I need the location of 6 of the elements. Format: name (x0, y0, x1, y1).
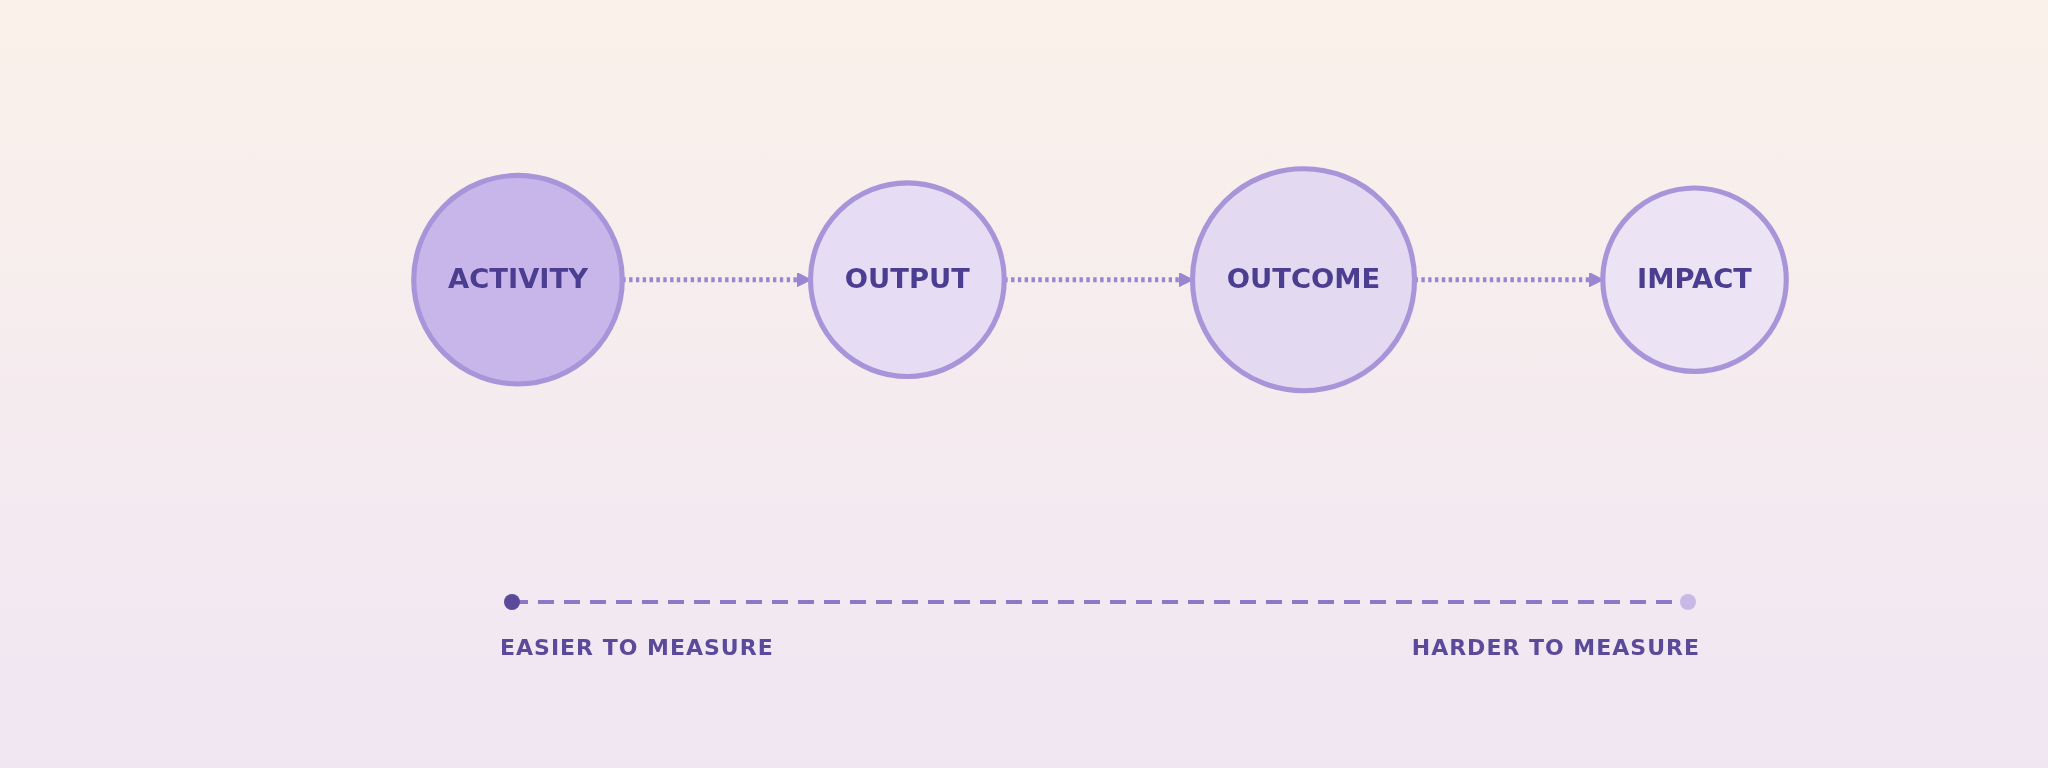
scale-label: HARDER TO MEASURE (1411, 635, 1700, 660)
node-circle: IMPACT (1600, 185, 1789, 375)
node-circle: ACTIVITY (411, 173, 625, 387)
node-circle: OUTCOME (1189, 166, 1418, 394)
scale-label: EASIER TO MEASURE (500, 635, 774, 660)
node-circle: OUTPUT (808, 180, 1007, 380)
